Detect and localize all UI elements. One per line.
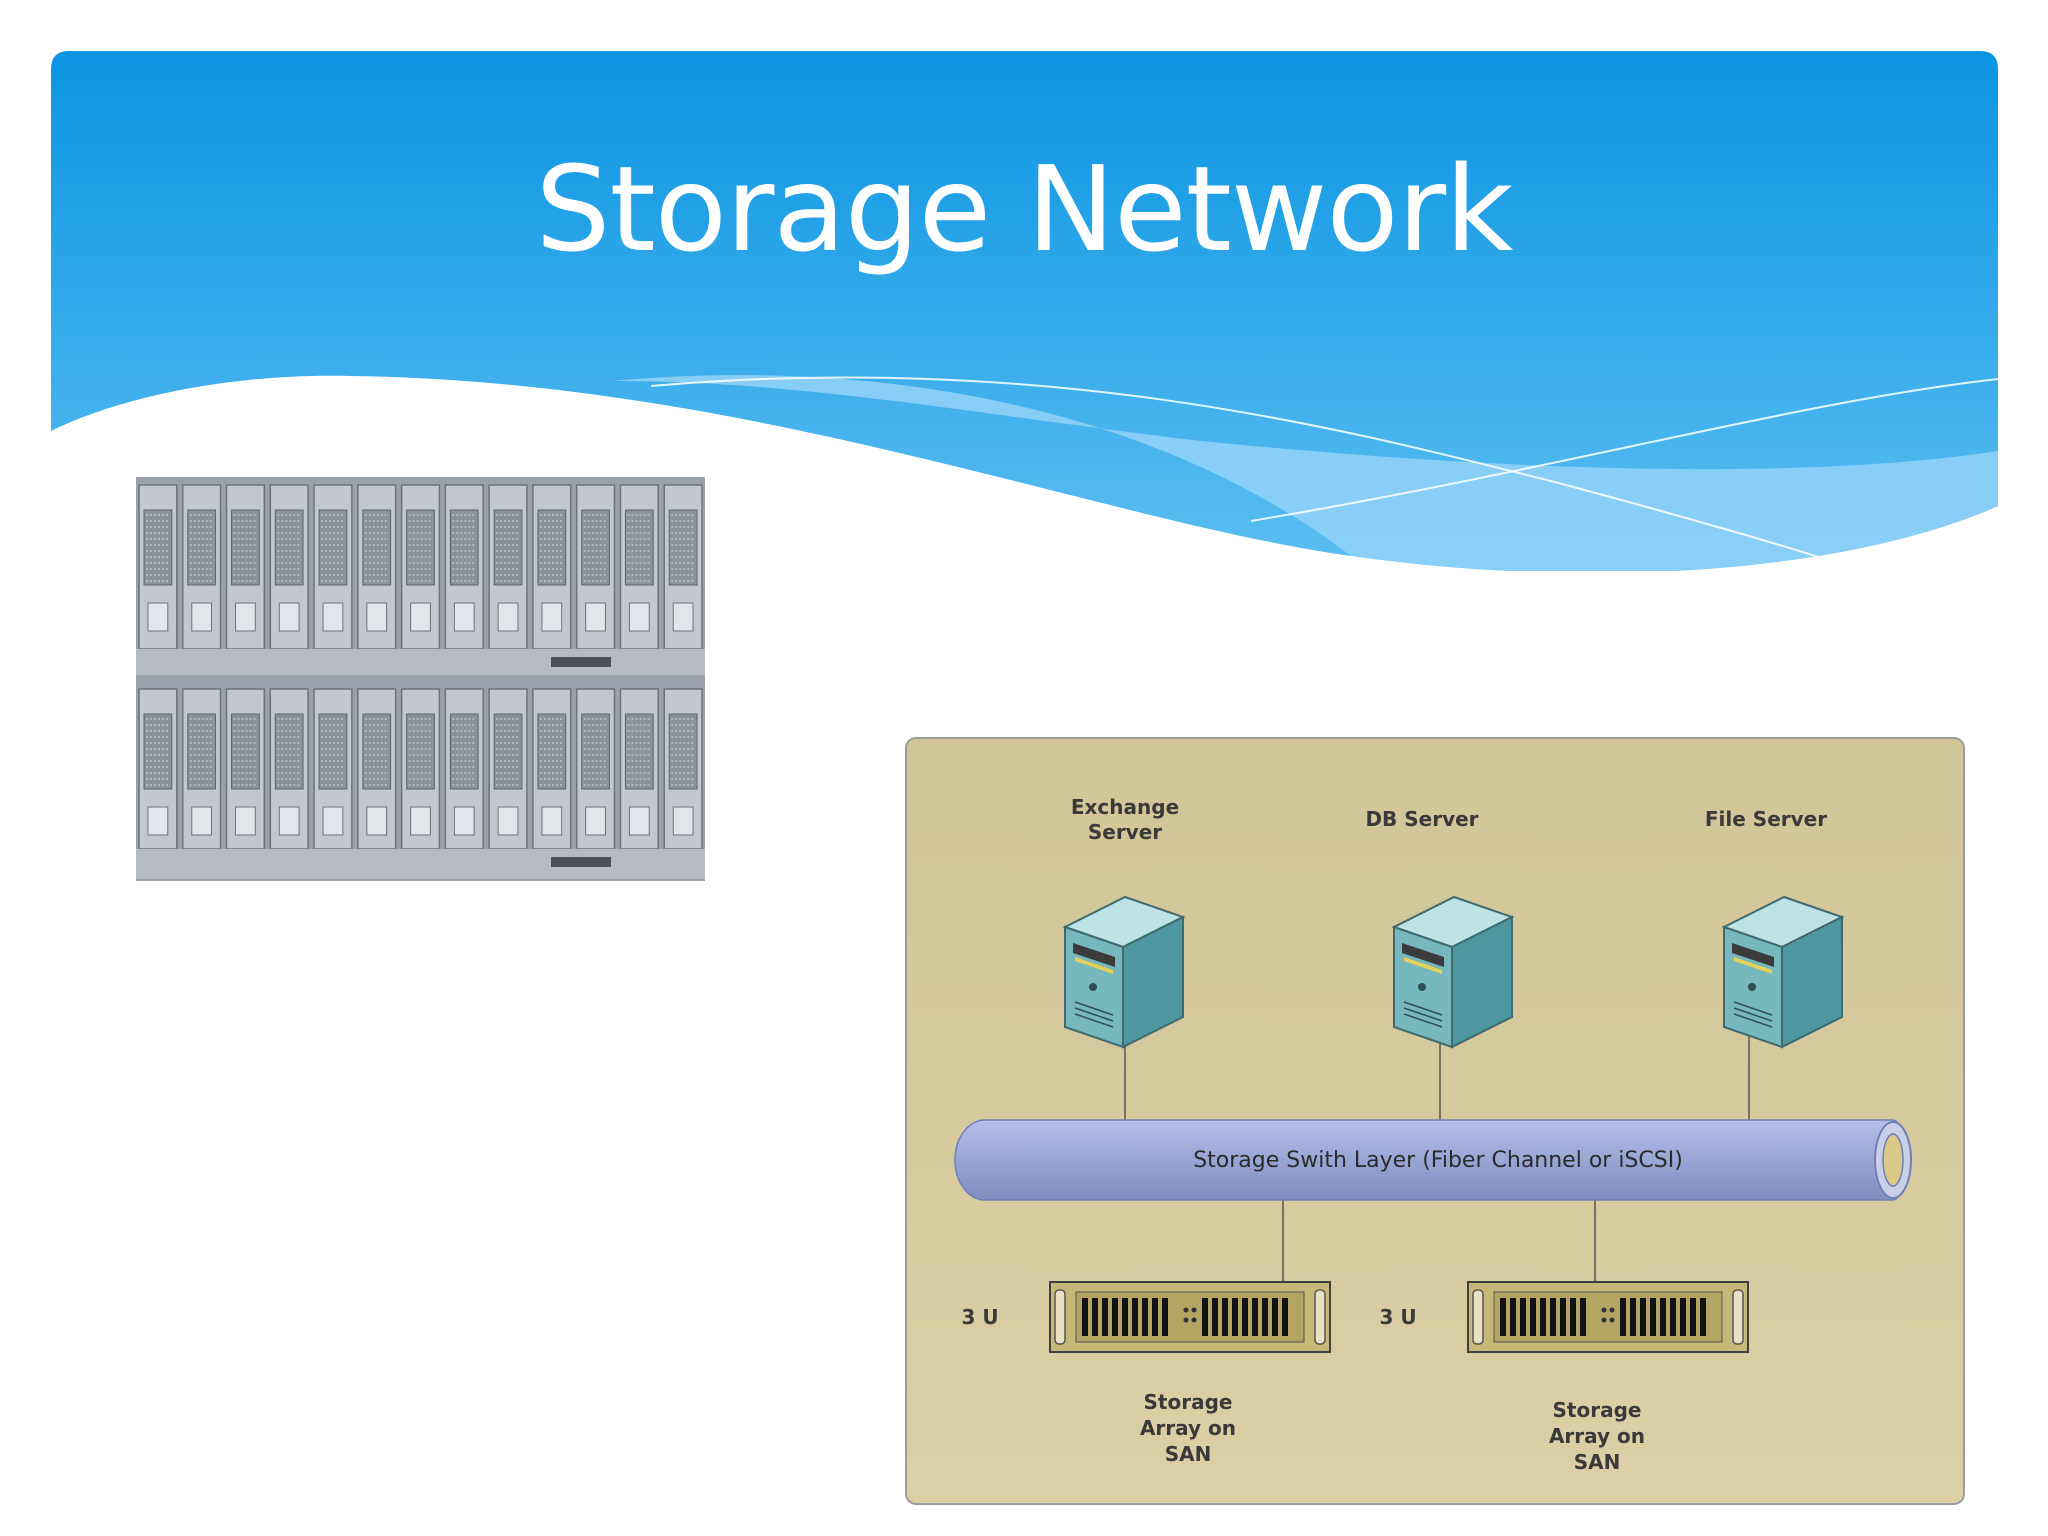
drive-bay <box>488 484 528 650</box>
header-wave-line-1 <box>650 376 1832 562</box>
drive-bay <box>619 688 659 850</box>
switch-layer-label: Storage Swith Layer (Fiber Channel or iS… <box>1193 1148 1683 1173</box>
storage-switch-layer <box>954 1119 1912 1201</box>
drive-bay <box>182 484 222 650</box>
drive-bay <box>575 688 616 850</box>
drive-bay <box>313 688 353 850</box>
array-size-label-2: 3 U <box>1379 1305 1416 1329</box>
drive-bay <box>269 484 309 650</box>
server-label-exchange-line1: Exchange <box>1071 795 1179 819</box>
drive-bay <box>444 688 484 850</box>
san-diagram: Exchange Server DB Server File Server St… <box>905 737 1965 1505</box>
server-tower-icon <box>1721 895 1845 1049</box>
rack-rail <box>136 649 705 675</box>
drive-bay <box>575 484 616 650</box>
drive-bay <box>313 484 353 650</box>
drive-bay <box>357 484 397 650</box>
drive-bay <box>663 688 703 850</box>
drive-bay <box>400 484 441 650</box>
header-wave-line-2 <box>1250 378 1998 522</box>
drive-bay <box>138 688 178 850</box>
header-background <box>51 51 1998 571</box>
drive-bays <box>136 484 705 879</box>
array-label-2-line1: Storage <box>1553 1398 1642 1422</box>
drive-bay <box>663 484 703 650</box>
array-label-2-line3: SAN <box>1574 1450 1621 1474</box>
server-label-file: File Server <box>1705 807 1827 831</box>
storage-array-icon <box>1467 1281 1749 1353</box>
storage-array-icon <box>1049 1281 1331 1353</box>
storage-rack-photo <box>136 477 705 881</box>
header-banner <box>51 51 1998 571</box>
array-size-label-1: 3 U <box>961 1305 998 1329</box>
server-label-exchange-line2: Server <box>1088 820 1162 844</box>
header-wave-light <box>611 375 1998 571</box>
server-tower-icon <box>1391 895 1515 1049</box>
array-label-1-line3: SAN <box>1165 1442 1212 1466</box>
drive-bay <box>444 484 484 650</box>
servers <box>1062 895 1845 1049</box>
drive-bay <box>357 688 397 850</box>
array-label-1-line1: Storage <box>1144 1390 1233 1414</box>
server-tower-icon <box>1062 895 1186 1049</box>
status-lights <box>551 657 611 667</box>
page-title: Storage Network <box>535 140 1514 278</box>
drive-bay <box>532 484 572 650</box>
drive-bay <box>269 688 309 850</box>
drive-bay <box>182 688 222 850</box>
drive-bay <box>138 484 178 650</box>
drive-bay <box>532 688 572 850</box>
drive-bay <box>619 484 659 650</box>
server-label-db: DB Server <box>1365 807 1478 831</box>
rack-rail <box>136 849 705 879</box>
array-label-1-line2: Array on <box>1140 1416 1236 1440</box>
array-label-2-line2: Array on <box>1549 1424 1645 1448</box>
drive-bay <box>400 688 441 850</box>
drive-bay <box>225 688 266 850</box>
status-lights <box>551 857 611 867</box>
drive-bay <box>225 484 266 650</box>
drive-bay <box>488 688 528 850</box>
storage-arrays <box>1049 1281 1749 1353</box>
